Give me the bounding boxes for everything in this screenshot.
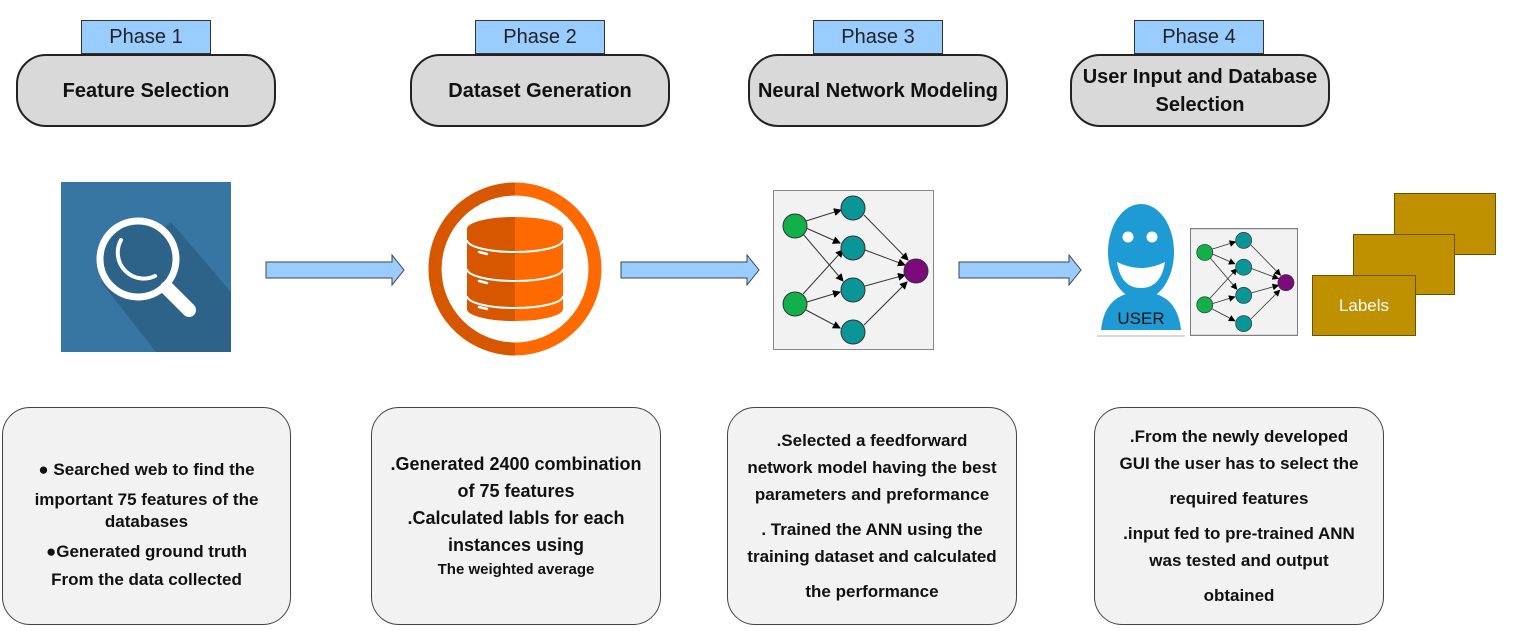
labels-card-front: Labels: [1312, 275, 1416, 336]
neural-network-small-icon: [1190, 228, 1298, 336]
desc-line: .Generated 2400 combination: [390, 454, 642, 474]
phase-4-title: User Input and Database Selection: [1070, 54, 1330, 127]
desc-line: ●Generated ground truth: [45, 542, 248, 561]
database-icon: [428, 182, 602, 356]
phase-4-description: .From the newly developed GUI the user h…: [1094, 407, 1384, 625]
flow-arrow-3: [958, 254, 1082, 286]
user-label: USER: [1117, 309, 1165, 328]
desc-line: . Trained the ANN using the: [761, 520, 983, 539]
desc-line: network model having the best: [747, 458, 997, 477]
magnifier-search-icon: [61, 182, 231, 352]
phase-1-title: Feature Selection: [16, 54, 276, 127]
flow-arrow-1: [265, 254, 405, 286]
desc-line: was tested and output: [1149, 551, 1329, 570]
phase-3-tab: Phase 3: [813, 20, 943, 54]
desc-line: the performance: [805, 582, 939, 601]
desc-line: GUI the user has to select the: [1119, 454, 1359, 473]
desc-line: .Calculated labls for each: [407, 508, 625, 528]
desc-line: of 75 features: [457, 481, 575, 501]
desc-line: important 75 features of the: [34, 490, 259, 509]
desc-line: The weighted average: [437, 561, 595, 578]
desc-line: databases: [104, 512, 189, 531]
desc-line: required features: [1169, 489, 1309, 508]
phase-2-title: Dataset Generation: [410, 54, 670, 127]
desc-line: parameters and preformance: [754, 485, 990, 504]
user-icon: USER: [1095, 200, 1187, 340]
phase-2-tab: Phase 2: [475, 20, 605, 54]
phase-2-description: .Generated 2400 combination of 75 featur…: [371, 407, 661, 625]
phase-1-description: ● Searched web to find the important 75 …: [2, 407, 291, 625]
phase-4-tab: Phase 4: [1134, 20, 1264, 54]
labels-label: Labels: [1338, 295, 1390, 315]
neural-network-icon: [773, 190, 934, 350]
phase-3-title: Neural Network Modeling: [748, 54, 1008, 127]
phase-1-tab: Phase 1: [81, 20, 211, 54]
desc-line: instances using: [447, 535, 585, 555]
phase-3-description: .Selected a feedforward network model ha…: [727, 407, 1017, 625]
desc-line: .Selected a feedforward: [776, 431, 968, 450]
flow-arrow-2: [620, 254, 760, 286]
desc-line: .input fed to pre-trained ANN: [1123, 524, 1355, 543]
desc-line: .From the newly developed: [1129, 427, 1349, 446]
desc-line: ● Searched web to find the: [38, 460, 255, 479]
desc-line: obtained: [1203, 586, 1275, 605]
desc-line: From the data collected: [51, 570, 242, 589]
desc-line: training dataset and calculated: [747, 547, 997, 566]
